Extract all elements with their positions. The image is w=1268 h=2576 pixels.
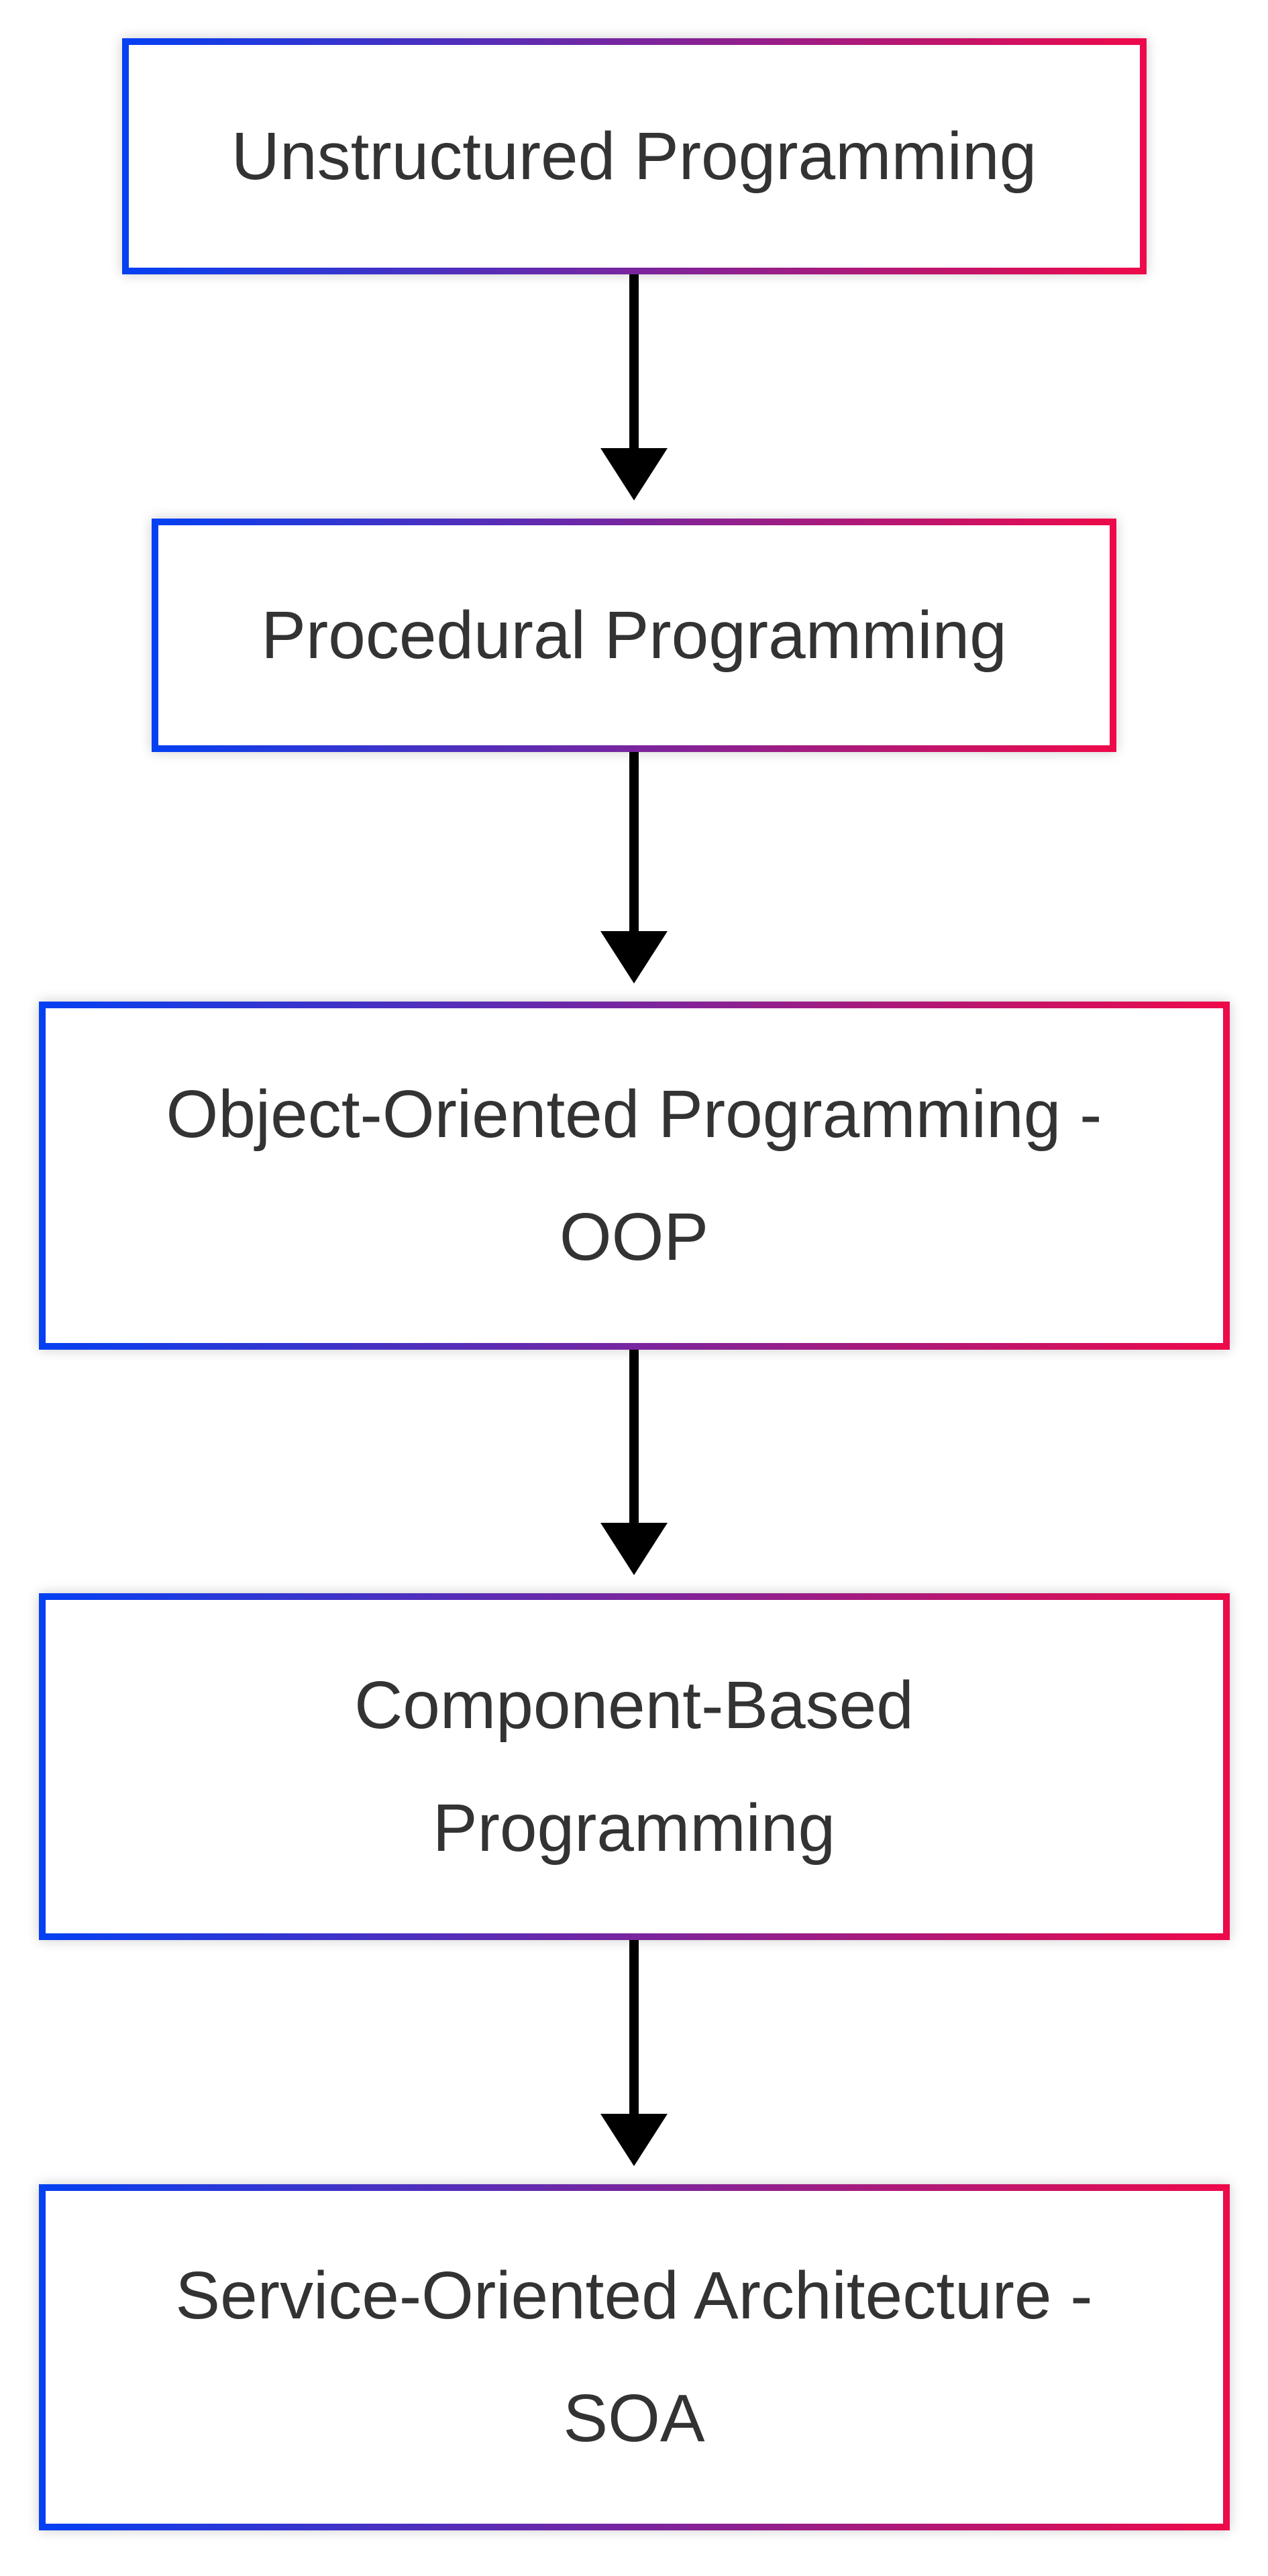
node-label-line-1: Service-Oriented Architecture -	[175, 2258, 1093, 2333]
flow-node-procedural-programming: Procedural Programming	[152, 519, 1116, 752]
flow-arrow-1	[600, 274, 668, 519]
arrow-down-icon	[600, 931, 668, 983]
flow-node-service-oriented-architecture: Service-Oriented Architecture - SOA	[38, 2184, 1230, 2530]
node-label-line-2: Programming	[432, 1790, 836, 1866]
arrow-shaft	[629, 1350, 639, 1523]
node-label-line-2: OOP	[559, 1199, 709, 1275]
arrow-shaft	[629, 752, 639, 931]
arrow-down-icon	[600, 2114, 668, 2166]
flow-arrow-3	[600, 1350, 668, 1593]
flow-arrow-2	[600, 752, 668, 1002]
flow-node-object-oriented-programming: Object-Oriented Programming - OOP	[38, 1002, 1230, 1350]
arrow-shaft	[629, 1940, 639, 2114]
arrow-shaft	[629, 274, 639, 448]
node-label-line-2: SOA	[563, 2381, 705, 2456]
node-label: Procedural Programming	[261, 597, 1007, 673]
node-label-line-1: Component-Based	[354, 1667, 914, 1743]
node-label: Unstructured Programming	[231, 118, 1037, 194]
flow-node-unstructured-programming: Unstructured Programming	[121, 38, 1147, 274]
arrow-down-icon	[600, 448, 668, 500]
flow-arrow-4	[600, 1940, 668, 2184]
arrow-down-icon	[600, 1523, 668, 1575]
flow-node-component-based-programming: Component-Based Programming	[38, 1593, 1230, 1940]
node-label-line-1: Object-Oriented Programming -	[166, 1076, 1102, 1152]
